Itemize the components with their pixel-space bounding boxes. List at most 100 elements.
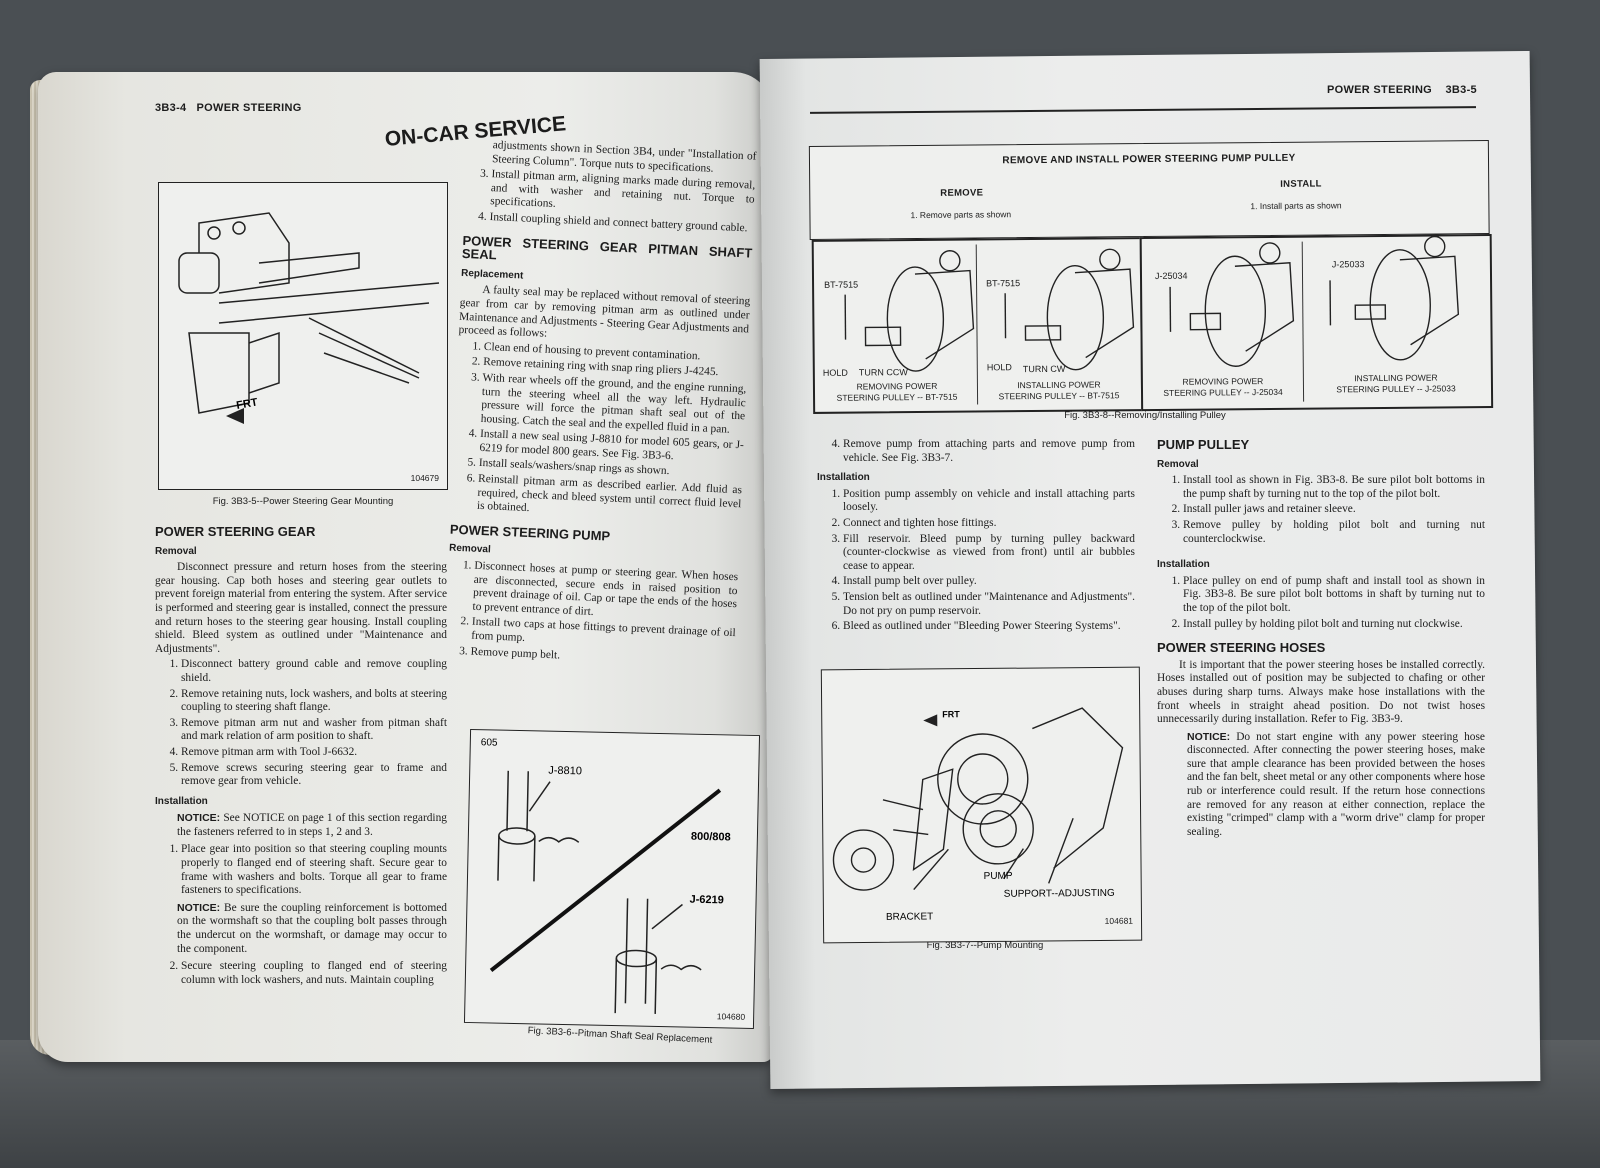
figure-caption: Fig. 3B3-5--Power Steering Gear Mounting — [212, 496, 394, 507]
bracket-label: BRACKET — [886, 911, 933, 922]
list-item: Remove pump from attaching parts and rem… — [843, 438, 1135, 465]
subheading: Installation — [1157, 559, 1210, 571]
model-label: 605 — [481, 737, 498, 748]
list-item: With rear wheels off the ground, and the… — [480, 372, 747, 438]
installation-steps: Place gear into position so that steerin… — [155, 843, 447, 897]
notice-text: Be sure the coupling reinforcement is bo… — [177, 901, 447, 955]
list-item: Remove screws securing steering gear to … — [181, 762, 447, 789]
list-item: Remove retaining nuts, lock washers, and… — [181, 688, 447, 715]
notice-text: See NOTICE on page 1 of this section reg… — [177, 812, 447, 838]
front-arrow-icon — [226, 408, 244, 424]
page-number: 3B3-4 — [155, 102, 187, 114]
notice-label: NOTICE: — [177, 812, 221, 825]
caption-line: STEERING PULLEY -- BT-7515 — [836, 391, 958, 403]
frt-label: FRT — [235, 396, 258, 412]
pump-pulley-illustrations — [844, 235, 1460, 372]
figure-caption: Fig. 3B3-7--Pump Mounting — [926, 940, 1044, 951]
notice: NOTICE: Do not start engine with any pow… — [1187, 731, 1485, 840]
subheading: Removal — [155, 545, 197, 557]
caption-line: STEERING PULLEY -- BT-7515 — [998, 390, 1120, 402]
installation-steps-cont: Secure steering coupling to flanged end … — [155, 960, 447, 987]
right-column-seal-pump: adjustments shown in Section 3B4, under … — [444, 138, 757, 672]
page-number: 3B3-5 — [1445, 84, 1477, 96]
list-item: Disconnect battery ground cable and remo… — [181, 658, 447, 685]
gear-mounting-illustration: FRT — [178, 212, 440, 424]
turn-label: TURN CCW — [858, 367, 908, 378]
section-name: POWER STEERING — [196, 102, 302, 114]
list-item: Fill reservoir. Bleed pump by turning pu… — [843, 533, 1135, 574]
removal-steps: Disconnect battery ground cable and remo… — [155, 658, 447, 788]
list-item: Place pulley on end of pump shaft and in… — [1183, 575, 1485, 616]
list-item: Install pump belt over pulley. — [843, 575, 1135, 589]
list-item: Tension belt as outlined under "Maintena… — [843, 591, 1135, 618]
left-page-header: 3B3-4 POWER STEERING — [155, 102, 302, 114]
tool-label: J-8810 — [548, 765, 582, 778]
pulley-procedure-table: REMOVE AND INSTALL POWER STEERING PUMP P… — [808, 140, 1494, 414]
list-item: Reinstall pitman arm as described earlie… — [477, 473, 742, 525]
list-item: Install pulley by holding pilot bolt and… — [1183, 618, 1485, 632]
list-item: Bleed as outlined under "Bleeding Power … — [843, 620, 1135, 634]
install-step: 1. Install parts as shown — [1250, 200, 1342, 212]
right-page-header: POWER STEERING 3B3-5 — [1327, 84, 1477, 96]
list: Install pitman arm, aligning marks made … — [463, 167, 755, 236]
tool-label: BT-7515 — [824, 279, 859, 290]
pitman-seal-illustration: 605 J-8810 800/808 J-6219 — [481, 737, 731, 1014]
table-header: REMOVE AND INSTALL POWER STEERING PUMP P… — [808, 140, 1490, 240]
pulley-installation-steps: Place pulley on end of pump shaft and in… — [1157, 575, 1485, 631]
frt-label: FRT — [942, 709, 960, 719]
caption-line: STEERING PULLEY -- J-25034 — [1163, 386, 1283, 398]
installation-steps: Position pump assembly on vehicle and in… — [817, 488, 1135, 634]
tool-label: J-25034 — [1154, 270, 1188, 281]
figure-code: 104680 — [716, 1011, 746, 1022]
remove-step: 1. Remove parts as shown — [910, 209, 1012, 221]
figure-code: 104679 — [410, 473, 439, 483]
hold-label: HOLD — [822, 367, 848, 378]
notice-text: Do not start engine with any power steer… — [1187, 730, 1485, 838]
pulley-removal-steps: Install tool as shown in Fig. 3B3-8. Be … — [1157, 474, 1485, 546]
list-item: Connect and tighten hose fittings. — [843, 517, 1135, 531]
pulley-hoses-column: PUMP PULLEY Removal Install tool as show… — [1157, 428, 1485, 843]
figure-pitman-seal: 605 J-8810 800/808 J-6219 104680 — [463, 728, 761, 1030]
list-item: Install tool as shown in Fig. 3B3-8. Be … — [1183, 474, 1485, 501]
support-label: SUPPORT--ADJUSTING — [1004, 888, 1115, 900]
list-item: Remove pitman arm nut and washer from pi… — [181, 717, 447, 744]
list-item: Remove pulley by holding pilot bolt and … — [1183, 519, 1485, 546]
section-heading: POWER STEERING GEAR — [155, 524, 316, 539]
paragraph: A faulty seal may be replaced without re… — [458, 284, 751, 340]
turn-label: TURN CW — [1022, 363, 1066, 375]
figure-pump-mounting: FRT PUMP SUPPORT--ADJUSTING BRACKET 1046… — [820, 666, 1143, 944]
section-heading: POWER STEERING GEAR PITMAN SHAFT SEAL — [461, 232, 753, 263]
list: Remove pump from attaching parts and rem… — [817, 438, 1135, 465]
list-item: Position pump assembly on vehicle and in… — [843, 488, 1135, 515]
paragraph: Disconnect pressure and return hoses fro… — [155, 561, 447, 655]
section-heading: POWER STEERING HOSES — [1157, 640, 1326, 656]
figure-code: 104681 — [1104, 915, 1134, 926]
pump-mounting-illustration: FRT PUMP SUPPORT--ADJUSTING BRACKET — [832, 707, 1124, 923]
notice-label: NOTICE: — [1187, 730, 1231, 743]
list-item: Place gear into position so that steerin… — [181, 843, 447, 897]
subheading: Installation — [817, 472, 870, 484]
model-label: 800/808 — [691, 831, 731, 844]
paragraph: It is important that the power steering … — [1157, 658, 1485, 726]
section-heading: PUMP PULLEY — [1157, 437, 1250, 452]
hold-label: HOLD — [986, 362, 1012, 373]
pump-label: PUMP — [984, 871, 1013, 882]
figure-caption: Fig. 3B3-8--Removing/Installing Pulley — [1064, 410, 1226, 421]
install-heading: INSTALL — [1280, 178, 1322, 190]
notice-label: NOTICE: — [177, 901, 221, 914]
pump-installation-column: Remove pump from attaching parts and rem… — [817, 436, 1135, 636]
tool-label: J-25033 — [1331, 259, 1365, 270]
notice: NOTICE: See NOTICE on page 1 of this sec… — [177, 812, 447, 839]
list-item: Secure steering coupling to flanged end … — [181, 960, 447, 987]
notice: NOTICE: Be sure the coupling reinforceme… — [177, 902, 447, 956]
list-item: Install puller jaws and retainer sleeve. — [1183, 503, 1485, 517]
subheading: Removal — [1157, 458, 1199, 470]
seal-steps: Clean end of housing to prevent contamin… — [451, 340, 748, 526]
pump-removal-steps: Disconnect hoses at pump or steering gea… — [444, 559, 738, 671]
front-arrow-icon — [923, 714, 938, 727]
list-item: Disconnect hoses at pump or steering gea… — [472, 560, 738, 626]
